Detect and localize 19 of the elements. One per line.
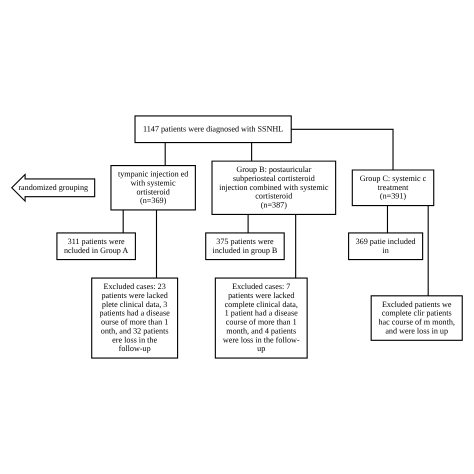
node-box: Excluded cases: 23 patients were lacked plete clinical data, 3 patients had a disease ourse of more than 1 onth, and 32 patients ere loss in the follow-up [91, 278, 178, 359]
node-box: tympanic injection ed with systemic ortisteroid (n=369) [110, 165, 196, 211]
connector [295, 214, 296, 278]
node-box: 369 patie included in [348, 232, 424, 260]
connector [164, 142, 166, 166]
node-box: Excluded patients we complete clir patients hac course of m month, and were loss in up [370, 295, 463, 341]
node-box: 375 patients were included in group B [205, 232, 285, 260]
connector [291, 128, 394, 170]
connector [251, 142, 252, 161]
connector [248, 214, 249, 233]
connector [428, 206, 429, 296]
connector [122, 210, 124, 233]
node-box: Group C: systemic c treatment (n=391) [352, 169, 434, 206]
connector [386, 206, 388, 233]
node-box: Excluded cases: 7 patients were lacked complete clinical data, 1 patient had a disease course of more than 1 month, and 4 patients were loss in the follow-up [214, 278, 308, 359]
node-box: 1147 patients were diagnosed with SSNHL [134, 115, 292, 144]
node-box: Group B: postauricular subperiosteal cortisteroid injection combined with systemic cortisteroid (n=387) [211, 160, 336, 215]
node-box: 311 patients were ncluded in Group A [56, 232, 136, 260]
connector [156, 210, 158, 278]
